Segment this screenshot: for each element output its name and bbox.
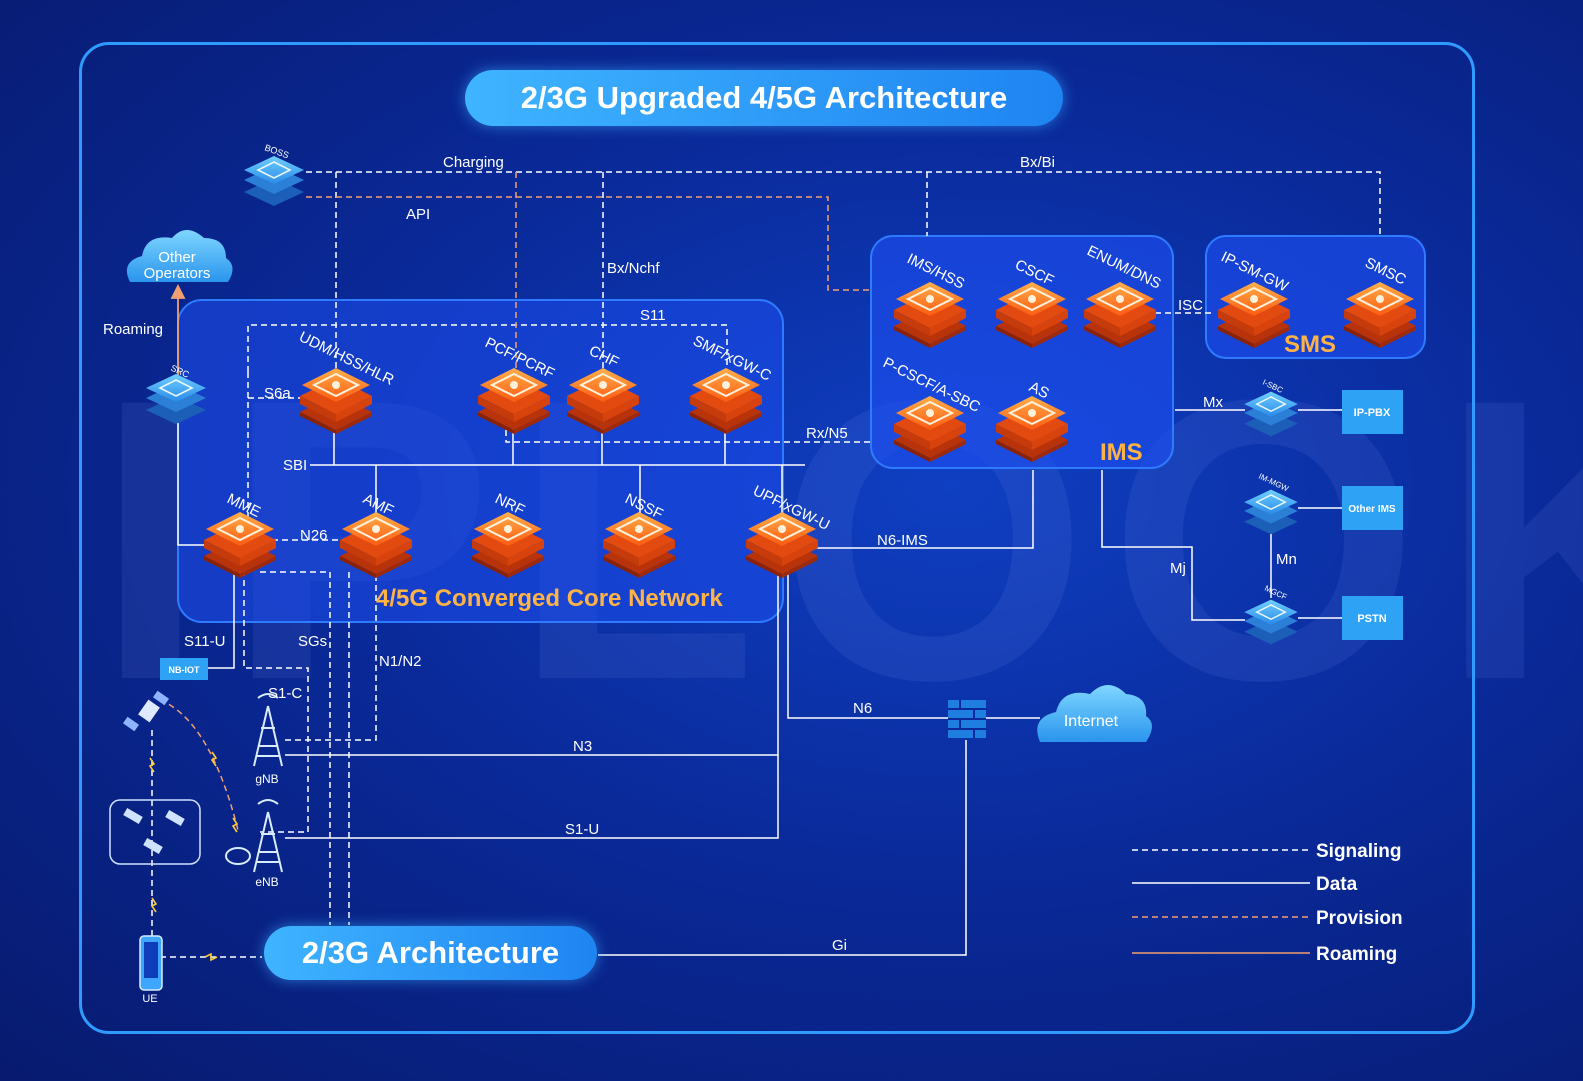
other-operators-label-1: Other — [158, 249, 196, 266]
s1u-label: S1-U — [565, 821, 599, 838]
other-ims-box — [1342, 486, 1403, 530]
satellite-group-icons — [123, 808, 185, 854]
immgw-node — [1243, 488, 1299, 535]
n6-label: N6 — [853, 700, 872, 717]
satellite-group-box — [109, 799, 201, 865]
ue-label: UE — [142, 993, 157, 1005]
isc-label: ISC — [1178, 297, 1203, 314]
other-operators-label-2: Operators — [144, 265, 211, 282]
ims-label: IMS — [1100, 439, 1143, 466]
mx-label: Mx — [1203, 394, 1223, 411]
mgcf-node — [1243, 598, 1299, 645]
legend-provision-label: Provision — [1316, 908, 1403, 929]
gnb-label: gNB — [255, 772, 278, 786]
sbi-label: SBI — [283, 457, 307, 474]
sgs-label: SGs — [298, 633, 327, 650]
internet-cloud — [1037, 685, 1152, 742]
firewall-icon — [948, 700, 986, 738]
mgcf-label: MGCF — [1263, 584, 1288, 602]
charging-label: Charging — [443, 154, 504, 171]
n3-label: N3 — [573, 738, 592, 755]
wireless-marks — [148, 751, 239, 962]
roaming-link — [170, 283, 186, 375]
ip-pbx-box — [1342, 390, 1403, 434]
satellite-icon — [122, 690, 170, 732]
roaming-label: Roaming — [103, 321, 163, 338]
ippbx-label: IP-PBX — [1354, 407, 1391, 419]
bxnchf-label: Bx/Nchf — [607, 260, 660, 277]
s11-label: S11 — [640, 307, 666, 324]
boss-node — [243, 155, 305, 207]
ue-phone-icon — [139, 935, 163, 991]
n1n2-label: N1/N2 — [379, 653, 422, 670]
legend-signaling-label: Signaling — [1316, 841, 1402, 862]
bxbi-label: Bx/Bi — [1020, 154, 1055, 171]
mn-label: Mn — [1276, 551, 1297, 568]
core-network-label: 4/5G Converged Core Network — [376, 585, 723, 612]
n26-label: N26 — [300, 527, 328, 544]
api-label: API — [406, 206, 430, 223]
signaling-links — [151, 171, 1381, 958]
internet-label: Internet — [1064, 713, 1119, 730]
s11u-label: S11-U — [184, 633, 225, 650]
gnb-tower-icon — [253, 693, 283, 767]
sms-label: SMS — [1284, 331, 1336, 358]
n6ims-label: N6-IMS — [877, 532, 928, 549]
pstn-box — [1342, 596, 1403, 640]
other-operators-cloud — [126, 230, 233, 282]
legend-roaming-label: Roaming — [1316, 944, 1397, 965]
pstn-label: PSTN — [1357, 613, 1386, 625]
legend-data-label: Data — [1316, 874, 1358, 895]
other-ims-label: Other IMS — [1348, 504, 1396, 515]
isbc-label: I-SBC — [1261, 378, 1284, 395]
legend: Signaling Data Provision Roaming — [1132, 841, 1403, 965]
s1c-label: S1-C — [268, 685, 302, 702]
s6a-label: S6a — [264, 385, 291, 402]
gi-label: Gi — [832, 937, 847, 954]
diagram-title: 2/3G Upgraded 4/5G Architecture — [465, 70, 1063, 126]
diagram-frame — [79, 42, 1475, 1034]
enb-tower-icon — [225, 799, 283, 873]
provision-links — [159, 172, 872, 831]
nbiot-label: NB-IOT — [169, 665, 200, 675]
nb-iot-box — [160, 658, 208, 680]
enb-label: eNB — [255, 875, 278, 889]
data-links — [177, 409, 1342, 956]
immgw-label: IM-MGW — [1257, 472, 1290, 494]
mj-label: Mj — [1170, 560, 1186, 577]
isbc-node — [1243, 390, 1299, 437]
rxn5-label: Rx/N5 — [806, 425, 848, 442]
bottom-title: 2/3G Architecture — [264, 926, 597, 980]
